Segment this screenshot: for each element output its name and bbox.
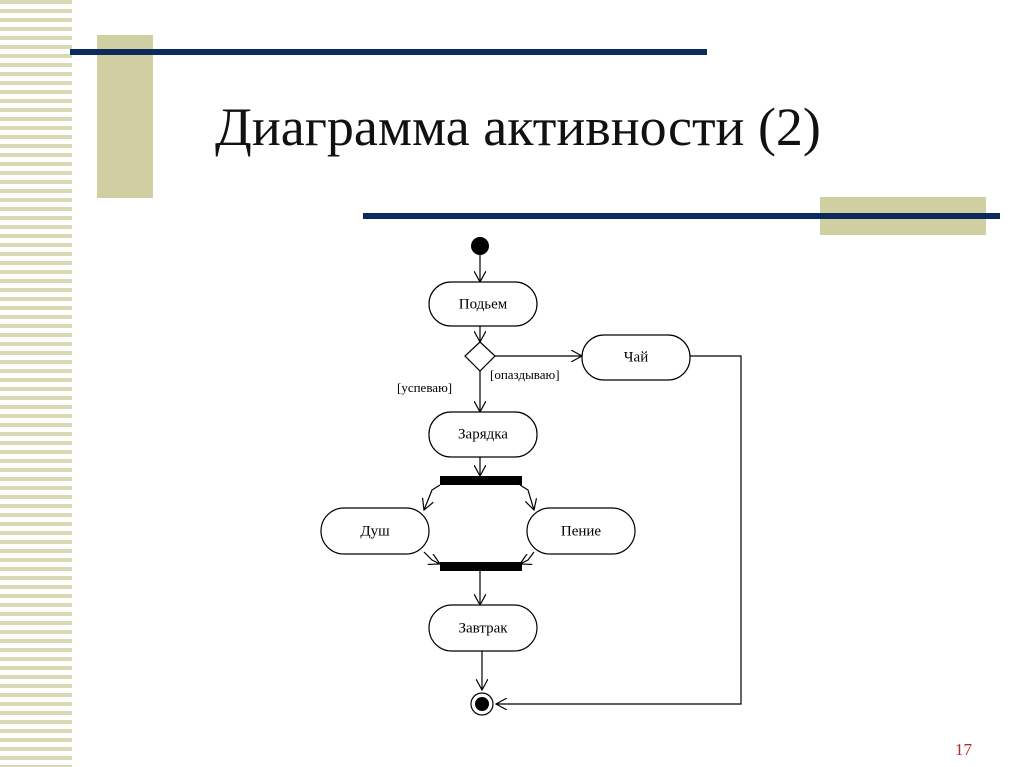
activity-breakfast-shape [428, 604, 538, 652]
activity-wake-label: Подьем [459, 296, 508, 312]
activity-shower-shape [320, 507, 430, 555]
initial-node [471, 237, 489, 255]
transition-tea-end [496, 355, 742, 704]
transition-shower-join [423, 551, 440, 564]
activity-tea: Чай [581, 334, 691, 381]
activity-singing-label: Пение [561, 523, 602, 539]
slide-title: Диаграмма активности (2) [215, 97, 821, 157]
activity-exercise: Зарядка [428, 411, 538, 458]
activity-wake: Подьем [428, 281, 538, 327]
top-rule [70, 49, 707, 55]
activity-singing: Пение [526, 507, 636, 555]
transition-singing-join [520, 551, 535, 564]
activity-breakfast: Завтрак [428, 604, 538, 652]
final-node-inner [475, 697, 489, 711]
transition-fork-singing [519, 484, 534, 510]
transition-fork-shower [424, 484, 441, 510]
activity-exercise-shape [428, 411, 538, 458]
activity-tea-shape [581, 334, 691, 381]
guard-in-time: [успеваю] [397, 380, 452, 395]
transitions [423, 255, 742, 704]
activity-singing-shape [526, 507, 636, 555]
join-bar [440, 562, 522, 571]
activity-shower: Душ [320, 507, 430, 555]
activity-exercise-label: Зарядка [458, 426, 508, 442]
activity-shower-label: Душ [360, 523, 390, 539]
guard-late: [опаздываю] [490, 367, 560, 382]
activity-tea-label: Чай [624, 349, 648, 365]
activity-wake-shape [428, 281, 538, 327]
decision-diamond [464, 341, 496, 372]
decorative-stripe-band [0, 0, 72, 767]
bottom-rule [363, 213, 1000, 219]
title-accent-block [97, 35, 153, 198]
fork-bar [440, 476, 522, 485]
activity-breakfast-label: Завтрак [458, 620, 508, 636]
page-number: 17 [955, 740, 972, 759]
